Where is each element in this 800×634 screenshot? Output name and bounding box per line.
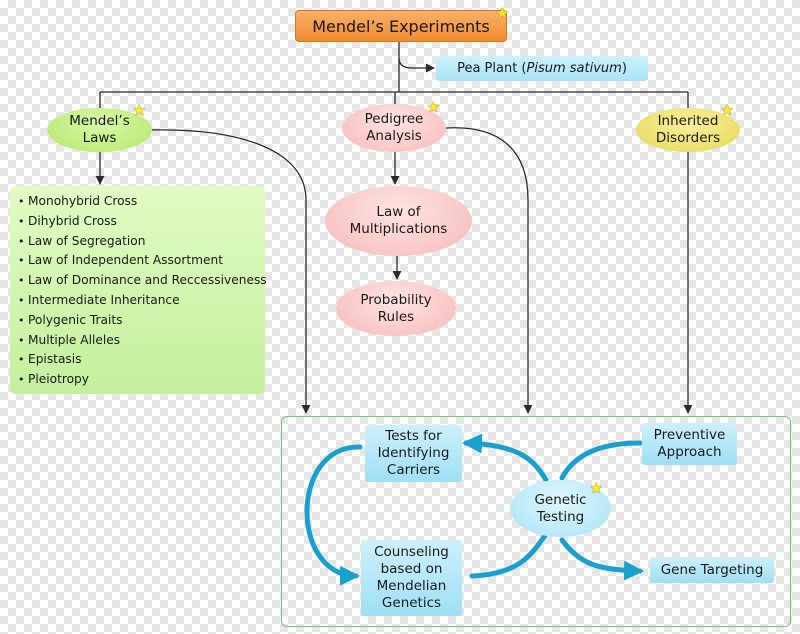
cycle-arrows xyxy=(304,433,644,586)
connector-to-pea-plant xyxy=(398,57,435,73)
tests-for-carriers-label: Tests for Identifying Carriers xyxy=(377,428,450,478)
genetic-testing-label: Genetic Testing xyxy=(534,491,587,525)
law-of-multiplications-label: Law of Multiplications xyxy=(349,204,448,237)
list-item: •Dihybrid Cross xyxy=(18,213,117,228)
star-icon: ★ xyxy=(589,479,603,497)
list-item: •Law of Segregation xyxy=(18,233,146,248)
list-item: •Epistasis xyxy=(18,352,82,367)
preventive-approach-label: Preventive Approach xyxy=(653,427,726,460)
node-tests-for-identifying-carriers[interactable]: Tests for Identifying Carriers xyxy=(365,425,462,482)
node-pedigree-analysis[interactable]: Pedigree Analysis ★ xyxy=(342,99,446,152)
list-item-label: Law of Dominance and Reccessiveness xyxy=(28,273,267,288)
arrow-counseling-to-testing xyxy=(469,531,549,579)
list-item-label: Multiple Alleles xyxy=(28,332,121,347)
star-icon: ★ xyxy=(720,101,734,119)
list-item: •Law of Dominance and Reccessiveness xyxy=(18,273,267,288)
pea-plant-species: Pisum sativum xyxy=(526,61,622,76)
root-node-mendels-experiments[interactable]: Mendel’s Experiments ★ xyxy=(295,5,509,42)
gene-targeting-label: Gene Targeting xyxy=(660,561,764,578)
node-inherited-disorders[interactable]: Inherited Disorders ★ xyxy=(636,102,740,152)
list-item-label: Law of Segregation xyxy=(28,233,146,248)
root-node-label: Mendel’s Experiments xyxy=(312,16,490,36)
list-item: •Polygenic Traits xyxy=(18,312,123,327)
list-item-label: Epistasis xyxy=(28,352,82,367)
list-item-label: Monohybrid Cross xyxy=(28,194,138,208)
list-item: •Law of Independent Assortment xyxy=(18,253,223,268)
inherited-disorders-label: Inherited Disorders xyxy=(655,113,721,146)
mendels-laws-label: Mendel’s Laws xyxy=(69,113,130,146)
arrow-preventive-to-testing xyxy=(559,440,643,481)
list-item-label: Intermediate Inheritance xyxy=(28,292,180,307)
arrow-carriers-to-counseling xyxy=(304,444,363,586)
list-item-label: Polygenic Traits xyxy=(28,312,123,327)
pea-plant-prefix: Pea Plant ( xyxy=(457,61,527,76)
node-mendels-laws[interactable]: Mendel’s Laws ★ xyxy=(47,102,152,152)
list-item: •Monohybrid Cross xyxy=(18,194,138,208)
tree-connectors xyxy=(95,42,693,414)
star-icon: ★ xyxy=(426,98,440,116)
node-gene-targeting[interactable]: Gene Targeting xyxy=(650,557,774,583)
list-item-label: Law of Independent Assortment xyxy=(28,253,223,268)
probability-rules-label: Probability Rules xyxy=(360,291,432,325)
list-item: •Intermediate Inheritance xyxy=(18,292,180,307)
list-item: •Multiple Alleles xyxy=(18,332,121,347)
arrow-testing-to-carriers xyxy=(462,433,549,483)
pedigree-analysis-label: Pedigree Analysis xyxy=(364,111,424,144)
node-genetic-testing[interactable]: Genetic Testing ★ xyxy=(510,480,611,537)
node-preventive-approach[interactable]: Preventive Approach xyxy=(642,423,737,465)
arrow-testing-to-gene-targeting xyxy=(559,537,644,581)
list-item-label: Dihybrid Cross xyxy=(28,213,117,228)
counseling-label: Counseling based on Mendelian Genetics xyxy=(374,544,449,611)
list-item: •Pleiotropy xyxy=(18,372,90,387)
node-probability-rules[interactable]: Probability Rules xyxy=(336,281,456,336)
star-icon: ★ xyxy=(495,4,509,22)
genetic-testing-frame xyxy=(281,416,791,627)
pea-plant-suffix: ) xyxy=(621,61,627,76)
node-counseling[interactable]: Counseling based on Mendelian Genetics xyxy=(361,540,462,616)
connector-pedigree-to-testing xyxy=(445,127,533,414)
list-item-label: Pleiotropy xyxy=(28,372,90,387)
laws-list-box: •Monohybrid Cross •Dihybrid Cross •Law o… xyxy=(10,186,267,394)
connector-laws-to-testing xyxy=(149,129,311,414)
node-pea-plant[interactable]: Pea Plant (Pisum sativum) xyxy=(436,56,648,81)
star-icon: ★ xyxy=(132,101,146,119)
pea-plant-label: Pea Plant (Pisum sativum) xyxy=(457,60,627,77)
node-law-of-multiplications[interactable]: Law of Multiplications xyxy=(325,186,472,256)
